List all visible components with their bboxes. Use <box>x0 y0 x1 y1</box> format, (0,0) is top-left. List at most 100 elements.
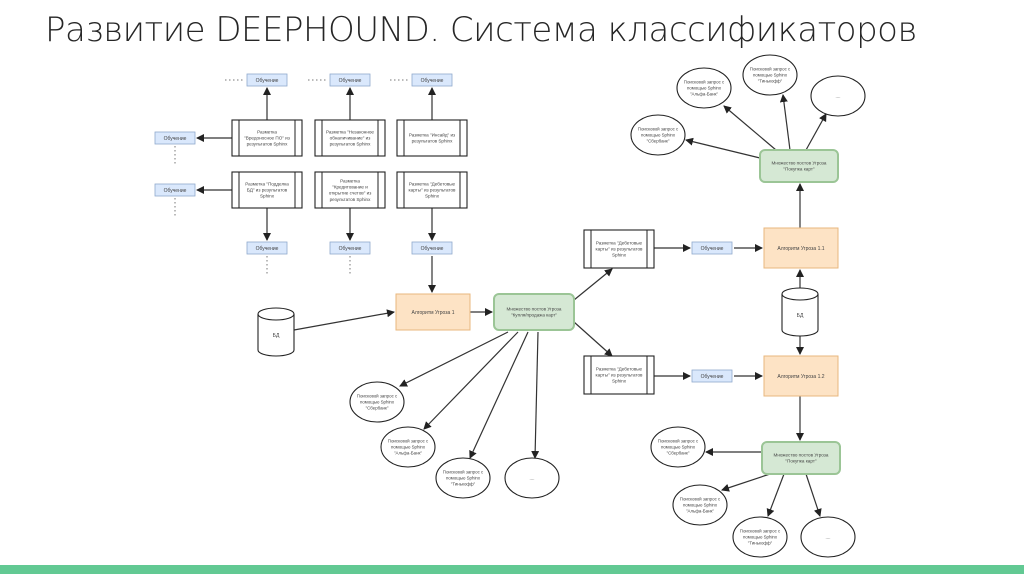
training-label: Обучение <box>421 246 444 252</box>
markup-label: результатов Sphinx <box>330 197 372 202</box>
query-label: помощью Sphinx <box>391 445 426 450</box>
query-more-2: .... <box>810 75 866 117</box>
training-label: Обучение <box>339 246 362 252</box>
query-label: Поисковой запрос с <box>658 439 699 444</box>
markup-label: Sphinx <box>612 253 627 258</box>
post-set-label: "Покупка карт" <box>783 167 814 172</box>
markup-label: БД" из результатов <box>247 188 288 193</box>
arrow <box>573 268 613 301</box>
markup-label: Разметка "Дебетовые <box>596 241 643 246</box>
training-box: Обучение <box>246 241 288 255</box>
query-label: Поисковой запрос с <box>357 394 398 399</box>
post-set-card-purchase-bottom: Множество постов Угроза"Покупка карт" <box>761 441 841 475</box>
query-more-3: .... <box>800 516 856 558</box>
training-box: Обучение <box>329 241 371 255</box>
query-label: помощью Sphinx <box>446 476 481 481</box>
post-set-card-trading: Множество постов Угроза"Купля/продажа ка… <box>493 293 575 331</box>
training-label: Обучение <box>164 136 187 142</box>
markup-label: "Вредоносное ПО" из <box>244 136 290 141</box>
database-left: БД <box>257 307 295 357</box>
training-box: Обучение <box>411 241 453 255</box>
query-label: .... <box>826 535 831 540</box>
markup-label: Разметка "Дебетовые <box>409 182 456 187</box>
query-label: "Сбербанк" <box>366 405 389 410</box>
markup-label: открытие счетов" из <box>329 191 372 196</box>
arrow <box>805 113 827 151</box>
training-box: Обучение <box>411 73 453 87</box>
slide-title: Развитие DEEPHOUND. Система классификато… <box>45 10 917 50</box>
markup-label: Разметка <box>340 178 360 183</box>
markup-label: Разметка "Незаконное <box>326 130 374 135</box>
training-label: Обучение <box>701 246 724 252</box>
training-label: Обучение <box>421 78 444 84</box>
accent-bar <box>0 565 1024 574</box>
query-more-1: .... <box>504 457 560 499</box>
query-label: Поисковой запрос с <box>638 127 679 132</box>
markup-label: Разметка <box>257 130 277 135</box>
arrow <box>573 321 613 357</box>
algorithm-threat-1-2: Алгоритм Угроза 1.2 <box>763 355 839 397</box>
query-label: "Сбербанк" <box>647 138 670 143</box>
post-set-label: "Покупка карт" <box>785 459 816 464</box>
post-set-label: Множество постов Угроза <box>774 453 829 458</box>
post-set-card-purchase-top: Множество постов Угроза"Покупка карт" <box>759 149 839 183</box>
query-label: помощью Sphinx <box>687 86 722 91</box>
database-label: БД <box>273 333 280 339</box>
markup-label: результатов Sphinx <box>412 139 454 144</box>
query-label: помощью Sphinx <box>661 445 696 450</box>
training-label: Обучение <box>256 78 279 84</box>
arrow <box>423 331 519 430</box>
training-label: Обучение <box>339 78 362 84</box>
database-label: БД <box>797 313 804 319</box>
arrow <box>399 331 509 387</box>
query-label: Поисковой запрос с <box>443 470 484 475</box>
markup-label: "Кредитование и <box>332 185 368 190</box>
arrow <box>685 137 761 159</box>
markup-label: Разметка "Инсайд" из <box>409 132 455 138</box>
markup-label: карты" из результатов <box>596 247 643 252</box>
post-set-label: "Купля/продажа карт" <box>511 313 557 318</box>
query-label: Поисковой запрос с <box>750 67 791 72</box>
arrow <box>805 473 822 517</box>
training-box: Обучение <box>246 73 288 87</box>
markup-label: Разметка "Дебетовые <box>596 367 643 372</box>
query-label: Поисковой запрос с <box>684 80 725 85</box>
query-label: Поисковой запрос с <box>388 439 429 444</box>
arrow <box>766 473 785 517</box>
query-label: "Сбербанк" <box>667 450 690 455</box>
arrow <box>531 331 540 459</box>
markup-label: карты" из результатов <box>409 188 456 193</box>
algorithm-label: Алгоритм Угроза 1 <box>412 310 455 316</box>
algorithm-threat-1-1: Алгоритм Угроза 1.1 <box>763 227 839 269</box>
training-box: Обучение <box>329 73 371 87</box>
query-label: "Тинькофф" <box>748 540 773 545</box>
query-label: .... <box>836 94 841 99</box>
query-label: .... <box>530 476 535 481</box>
markup-label: результатов Sphinx <box>330 142 372 147</box>
training-label: Обучение <box>164 188 187 194</box>
query-label: "Альфа-Банк" <box>686 508 715 513</box>
arrow <box>723 105 777 151</box>
markup-label: Sphinx <box>425 194 440 199</box>
training-box: Обучение <box>691 241 733 255</box>
markup-label: Sphinx <box>612 379 627 384</box>
algorithm-label: Алгоритм Угроза 1.1 <box>777 246 824 252</box>
query-label: Поисковой запрос с <box>740 529 781 534</box>
markup-label: результатов Sphinx <box>247 142 289 147</box>
arrow <box>779 94 791 151</box>
algorithm-threat-1: Алгоритм Угроза 1 <box>395 293 471 331</box>
query-label: "Тинькофф" <box>758 78 783 83</box>
training-box: Обучение <box>154 131 196 145</box>
